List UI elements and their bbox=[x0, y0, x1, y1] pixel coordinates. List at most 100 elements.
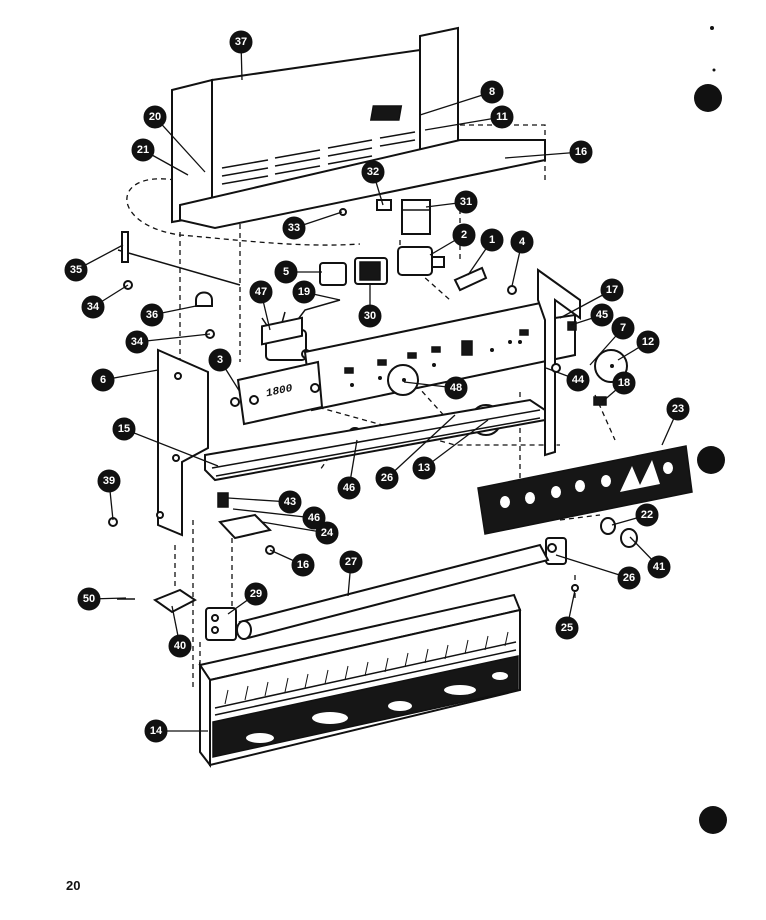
callout-23: 23 bbox=[661, 397, 690, 446]
callout-bubble bbox=[361, 160, 385, 184]
callout-label: 13 bbox=[418, 462, 430, 474]
callout-bubble bbox=[612, 371, 636, 395]
lamp-tube bbox=[236, 543, 550, 640]
lower-rail bbox=[204, 398, 546, 482]
callout-label: 24 bbox=[321, 527, 334, 539]
callout-19: 19 bbox=[292, 280, 341, 304]
callout-bubble bbox=[510, 230, 534, 254]
callout-32: 32 bbox=[361, 160, 385, 206]
callout-label: 39 bbox=[103, 475, 115, 487]
callout-26: 26 bbox=[375, 414, 456, 490]
callout-bubble bbox=[412, 456, 436, 480]
panel-hole bbox=[172, 454, 180, 462]
callout-bubble bbox=[112, 417, 136, 441]
callout-31: 31 bbox=[425, 190, 478, 214]
callout-8: 8 bbox=[419, 80, 504, 116]
callout-21: 21 bbox=[131, 138, 189, 176]
top-shelf bbox=[179, 139, 546, 230]
callout-label: 35 bbox=[70, 264, 82, 276]
callout-29: 29 bbox=[227, 582, 268, 615]
callout-label: 30 bbox=[364, 310, 376, 322]
callout-bubble bbox=[454, 190, 478, 214]
callout-label: 15 bbox=[118, 423, 130, 435]
callout-27: 27 bbox=[339, 550, 363, 597]
callout-bubble bbox=[291, 553, 315, 577]
callout-label: 18 bbox=[618, 377, 630, 389]
callout-label: 31 bbox=[460, 196, 472, 208]
bracket-40 bbox=[152, 588, 197, 614]
callout-35: 35 bbox=[64, 244, 124, 282]
knob-48 bbox=[387, 364, 419, 396]
callout-bubble bbox=[168, 634, 192, 658]
callout-label: 14 bbox=[150, 725, 163, 737]
callout-bubble bbox=[77, 587, 101, 611]
left-hardware bbox=[117, 231, 241, 339]
callout-bubble bbox=[64, 258, 88, 282]
callout-bubble bbox=[358, 304, 382, 328]
callout-bubble bbox=[490, 105, 514, 129]
callout-label: 4 bbox=[519, 236, 526, 248]
callout-36: 36 bbox=[140, 303, 197, 327]
callout-label: 34 bbox=[131, 336, 144, 348]
callout-16: 16 bbox=[269, 549, 315, 577]
callout-16: 16 bbox=[504, 140, 593, 164]
callout-bubble bbox=[244, 582, 268, 606]
callout-bubble bbox=[143, 105, 167, 129]
control-panel bbox=[303, 298, 577, 412]
callout-33: 33 bbox=[282, 211, 343, 240]
callout-40: 40 bbox=[168, 605, 192, 658]
callout-25: 25 bbox=[555, 589, 579, 640]
clip-part bbox=[376, 199, 392, 211]
leader-line bbox=[504, 151, 582, 159]
callout-bubble bbox=[125, 330, 149, 354]
callout-12: 12 bbox=[617, 330, 660, 361]
callout-bubble bbox=[97, 469, 121, 493]
callout-bubble bbox=[611, 316, 635, 340]
callout-30: 30 bbox=[358, 285, 382, 328]
callout-11: 11 bbox=[424, 105, 514, 131]
callout-26: 26 bbox=[555, 554, 641, 590]
callout-label: 32 bbox=[367, 166, 379, 178]
right-side-bracket bbox=[537, 268, 581, 457]
binder-hole-top bbox=[694, 84, 722, 112]
leader-line bbox=[419, 91, 493, 116]
callout-label: 25 bbox=[561, 622, 573, 634]
callout-label: 36 bbox=[146, 309, 158, 321]
callout-bubble bbox=[600, 278, 624, 302]
callout-bubble bbox=[590, 303, 614, 327]
binder-hole-bottom bbox=[699, 806, 727, 834]
relay-block bbox=[401, 199, 431, 235]
callout-48: 48 bbox=[403, 376, 468, 400]
timer-readout: 1800 bbox=[266, 383, 293, 401]
callout-label: 22 bbox=[641, 509, 653, 521]
callout-bubble bbox=[91, 368, 115, 392]
callout-label: 47 bbox=[255, 286, 267, 298]
switch-43 bbox=[217, 492, 229, 508]
callout-label: 46 bbox=[343, 482, 355, 494]
callout-bubble bbox=[315, 521, 339, 545]
callout-bubble bbox=[274, 260, 298, 284]
callout-label: 3 bbox=[217, 354, 223, 366]
callout-34: 34 bbox=[125, 330, 211, 354]
callout-bubble bbox=[635, 503, 659, 527]
callout-label: 40 bbox=[174, 640, 186, 652]
callout-label: 20 bbox=[149, 111, 161, 123]
callout-46: 46 bbox=[337, 439, 361, 500]
callout-bubble bbox=[569, 140, 593, 164]
callout-label: 16 bbox=[575, 146, 587, 158]
callout-label: 5 bbox=[283, 266, 289, 278]
callout-18: 18 bbox=[601, 371, 636, 403]
leader-line bbox=[232, 508, 315, 519]
callout-50: 50 bbox=[77, 587, 127, 611]
callout-label: 16 bbox=[297, 559, 309, 571]
callout-bubble bbox=[647, 555, 671, 579]
callout-bubble bbox=[302, 506, 326, 530]
callout-bubble bbox=[452, 223, 476, 247]
leader-line bbox=[136, 333, 211, 343]
left-side-panel bbox=[157, 348, 209, 537]
timer-display: 1800 bbox=[230, 316, 324, 426]
callout-label: 33 bbox=[288, 222, 300, 234]
callout-label: 26 bbox=[381, 472, 393, 484]
callout-bubble bbox=[666, 397, 690, 421]
